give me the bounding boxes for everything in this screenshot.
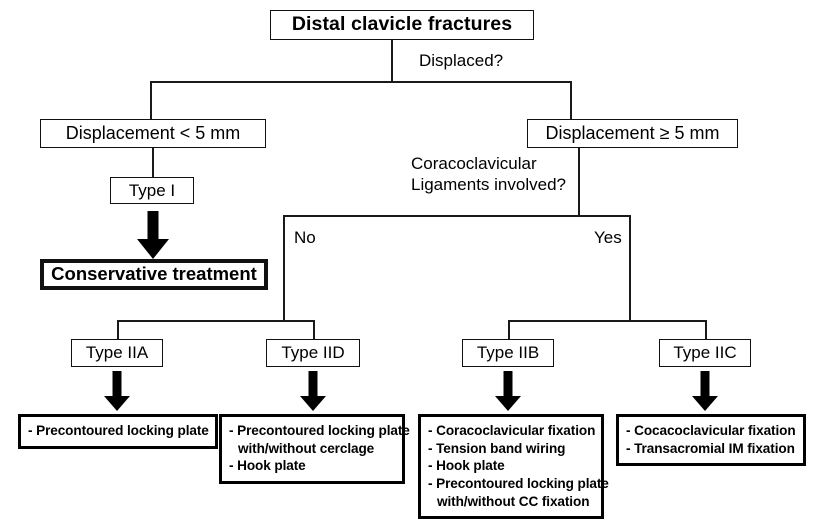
connector-no-split-left xyxy=(117,320,119,339)
node-conservative-treatment: Conservative treatment xyxy=(40,259,268,290)
node-displacement-less-5mm: Displacement < 5 mm xyxy=(40,119,266,148)
decision-displaced-label: Displaced? xyxy=(419,51,504,70)
node-type-2a-label: Type IIA xyxy=(85,343,149,363)
connector-yes-branch xyxy=(629,215,631,321)
treatment-item: - Coracoclavicular fixation xyxy=(428,423,596,438)
node-type-1-label: Type I xyxy=(128,180,176,200)
branch-label-yes: Yes xyxy=(594,228,622,247)
connector-ge5mm-stem xyxy=(578,148,580,216)
treatment-item: - Tension band wiring xyxy=(428,440,566,456)
treatment-item: - Precontoured locking plate xyxy=(28,423,209,438)
arrow-type1-to-conservative xyxy=(137,211,169,259)
node-type-2c-label: Type IIC xyxy=(673,343,737,363)
connector-level1-bar xyxy=(150,81,572,83)
node-type-2d-label: Type IID xyxy=(281,343,345,363)
treatment-item: - Hook plate xyxy=(428,458,505,474)
treatment-list-type-2d: - Precontoured locking plate with/without… xyxy=(229,422,410,475)
decision-cc-ligaments-line2: Ligaments involved? xyxy=(411,174,566,194)
arrow-type2d-to-treatment xyxy=(300,371,326,411)
connector-yes-split-left xyxy=(508,320,510,339)
node-type-2d: Type IID xyxy=(266,339,360,367)
treatment-box-type-2a: - Precontoured locking plate xyxy=(18,414,218,449)
treatment-item: with/without cerclage xyxy=(238,440,375,456)
treatment-item: - Precontoured locking plate xyxy=(229,423,410,438)
node-conservative-treatment-label: Conservative treatment xyxy=(51,263,257,285)
connector-yes-split-right xyxy=(705,320,707,339)
connector-level1-left-drop xyxy=(150,81,152,119)
treatment-list-type-2b: - Coracoclavicular fixation - Tension ban… xyxy=(428,422,609,510)
treatment-item: - Cocacoclavicular fixation xyxy=(626,423,796,438)
node-type-1: Type I xyxy=(110,177,194,204)
arrow-type2c-to-treatment xyxy=(692,371,718,411)
treatment-item: - Hook plate xyxy=(229,458,306,474)
decision-cc-ligaments-line1: Coracoclavicular xyxy=(411,154,537,173)
node-root-distal-clavicle-fractures: Distal clavicle fractures xyxy=(270,10,534,40)
connector-yesno-bar xyxy=(283,215,630,217)
node-displacement-ge-5mm-label: Displacement ≥ 5 mm xyxy=(545,123,720,144)
treatment-item: with/without CC fixation xyxy=(437,493,590,509)
node-displacement-ge-5mm: Displacement ≥ 5 mm xyxy=(527,119,738,148)
treatment-item: - Precontoured locking plate xyxy=(428,476,609,492)
node-displacement-less-5mm-label: Displacement < 5 mm xyxy=(65,123,241,144)
decision-cc-ligaments-label: Coracoclavicular Ligaments involved? xyxy=(411,154,566,195)
treatment-item: - Transacromial IM fixation xyxy=(626,440,795,456)
branch-label-no: No xyxy=(294,228,316,247)
treatment-box-type-2d: - Precontoured locking plate with/without… xyxy=(219,414,410,485)
arrow-type2b-to-treatment xyxy=(495,371,521,411)
connector-yes-split-bar xyxy=(508,320,705,322)
connector-level1-right-drop xyxy=(570,81,572,119)
node-root-label: Distal clavicle fractures xyxy=(291,13,513,36)
connector-root-stem xyxy=(391,40,393,82)
treatment-box-type-2c: - Cocacoclavicular fixation - Transacromi… xyxy=(616,414,806,467)
node-type-2a: Type IIA xyxy=(71,339,163,367)
node-type-2b-label: Type IIB xyxy=(476,343,540,363)
node-type-2b: Type IIB xyxy=(462,339,554,367)
node-type-2c: Type IIC xyxy=(659,339,751,367)
treatment-list-type-2a: - Precontoured locking plate xyxy=(28,422,209,440)
connector-no-split-right xyxy=(313,320,315,339)
treatment-list-type-2c: - Cocacoclavicular fixation - Transacromi… xyxy=(626,422,796,457)
connector-less5mm-to-type1 xyxy=(152,148,154,177)
treatment-box-type-2b: - Coracoclavicular fixation - Tension ban… xyxy=(418,414,609,520)
connector-no-branch xyxy=(283,215,285,321)
connector-no-split-bar xyxy=(117,320,314,322)
arrow-type2a-to-treatment xyxy=(104,371,130,411)
